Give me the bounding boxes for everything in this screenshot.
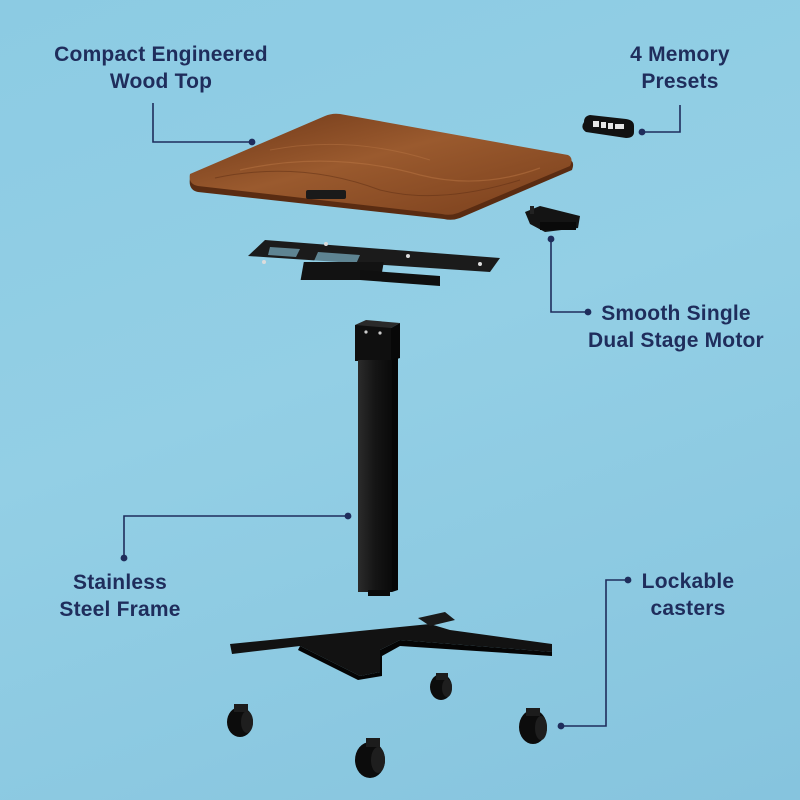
callout-dot-casters-label	[624, 576, 632, 584]
callout-frame: Stainless Steel Frame	[46, 569, 194, 623]
callout-wood-top-line1: Compact Engineered	[54, 43, 268, 66]
callout-casters: Lockable casters	[636, 568, 740, 622]
callout-dot-frame-label	[120, 554, 128, 562]
callout-memory-presets-line2: Presets	[641, 70, 719, 93]
mounting-plate	[248, 240, 500, 286]
callout-motor-line1: Smooth Single	[601, 302, 751, 325]
caster-left	[227, 704, 253, 737]
caster-center	[355, 738, 385, 778]
base-frame	[230, 612, 552, 680]
callout-dot-frame	[344, 512, 352, 520]
leader-line-frame	[123, 515, 348, 558]
callout-frame-line1: Stainless	[72, 571, 167, 594]
callout-memory-presets: 4 Memory Presets	[612, 41, 748, 95]
callout-casters-line2: casters	[650, 597, 726, 620]
wood-top-panel	[189, 113, 574, 220]
callout-frame-line2: Steel Frame	[59, 598, 181, 621]
lift-column	[355, 320, 400, 596]
callout-dot-motor-top	[547, 235, 555, 243]
callout-dot-memory-presets	[638, 128, 646, 136]
leader-line-memory-presets	[642, 105, 681, 133]
callout-dot-motor	[584, 308, 592, 316]
callout-casters-line1: Lockable	[641, 570, 735, 593]
callout-memory-presets-line1: 4 Memory	[630, 43, 730, 66]
callout-motor-line2: Dual Stage Motor	[588, 329, 764, 352]
callout-wood-top: Compact Engineered Wood Top	[46, 41, 276, 95]
memory-preset-controller	[582, 115, 634, 138]
caster-right	[519, 708, 547, 744]
caster-back	[430, 673, 452, 700]
leader-line-casters	[561, 579, 628, 727]
callout-wood-top-line2: Wood Top	[109, 70, 213, 93]
callout-dot-casters	[557, 722, 565, 730]
leader-line-motor	[550, 239, 588, 313]
leader-line-wood-top	[152, 103, 252, 143]
handle-slot	[306, 190, 346, 199]
callout-motor: Smooth Single Dual Stage Motor	[578, 300, 774, 354]
callout-dot-wood-top	[248, 138, 256, 146]
motor-unit	[525, 206, 580, 232]
